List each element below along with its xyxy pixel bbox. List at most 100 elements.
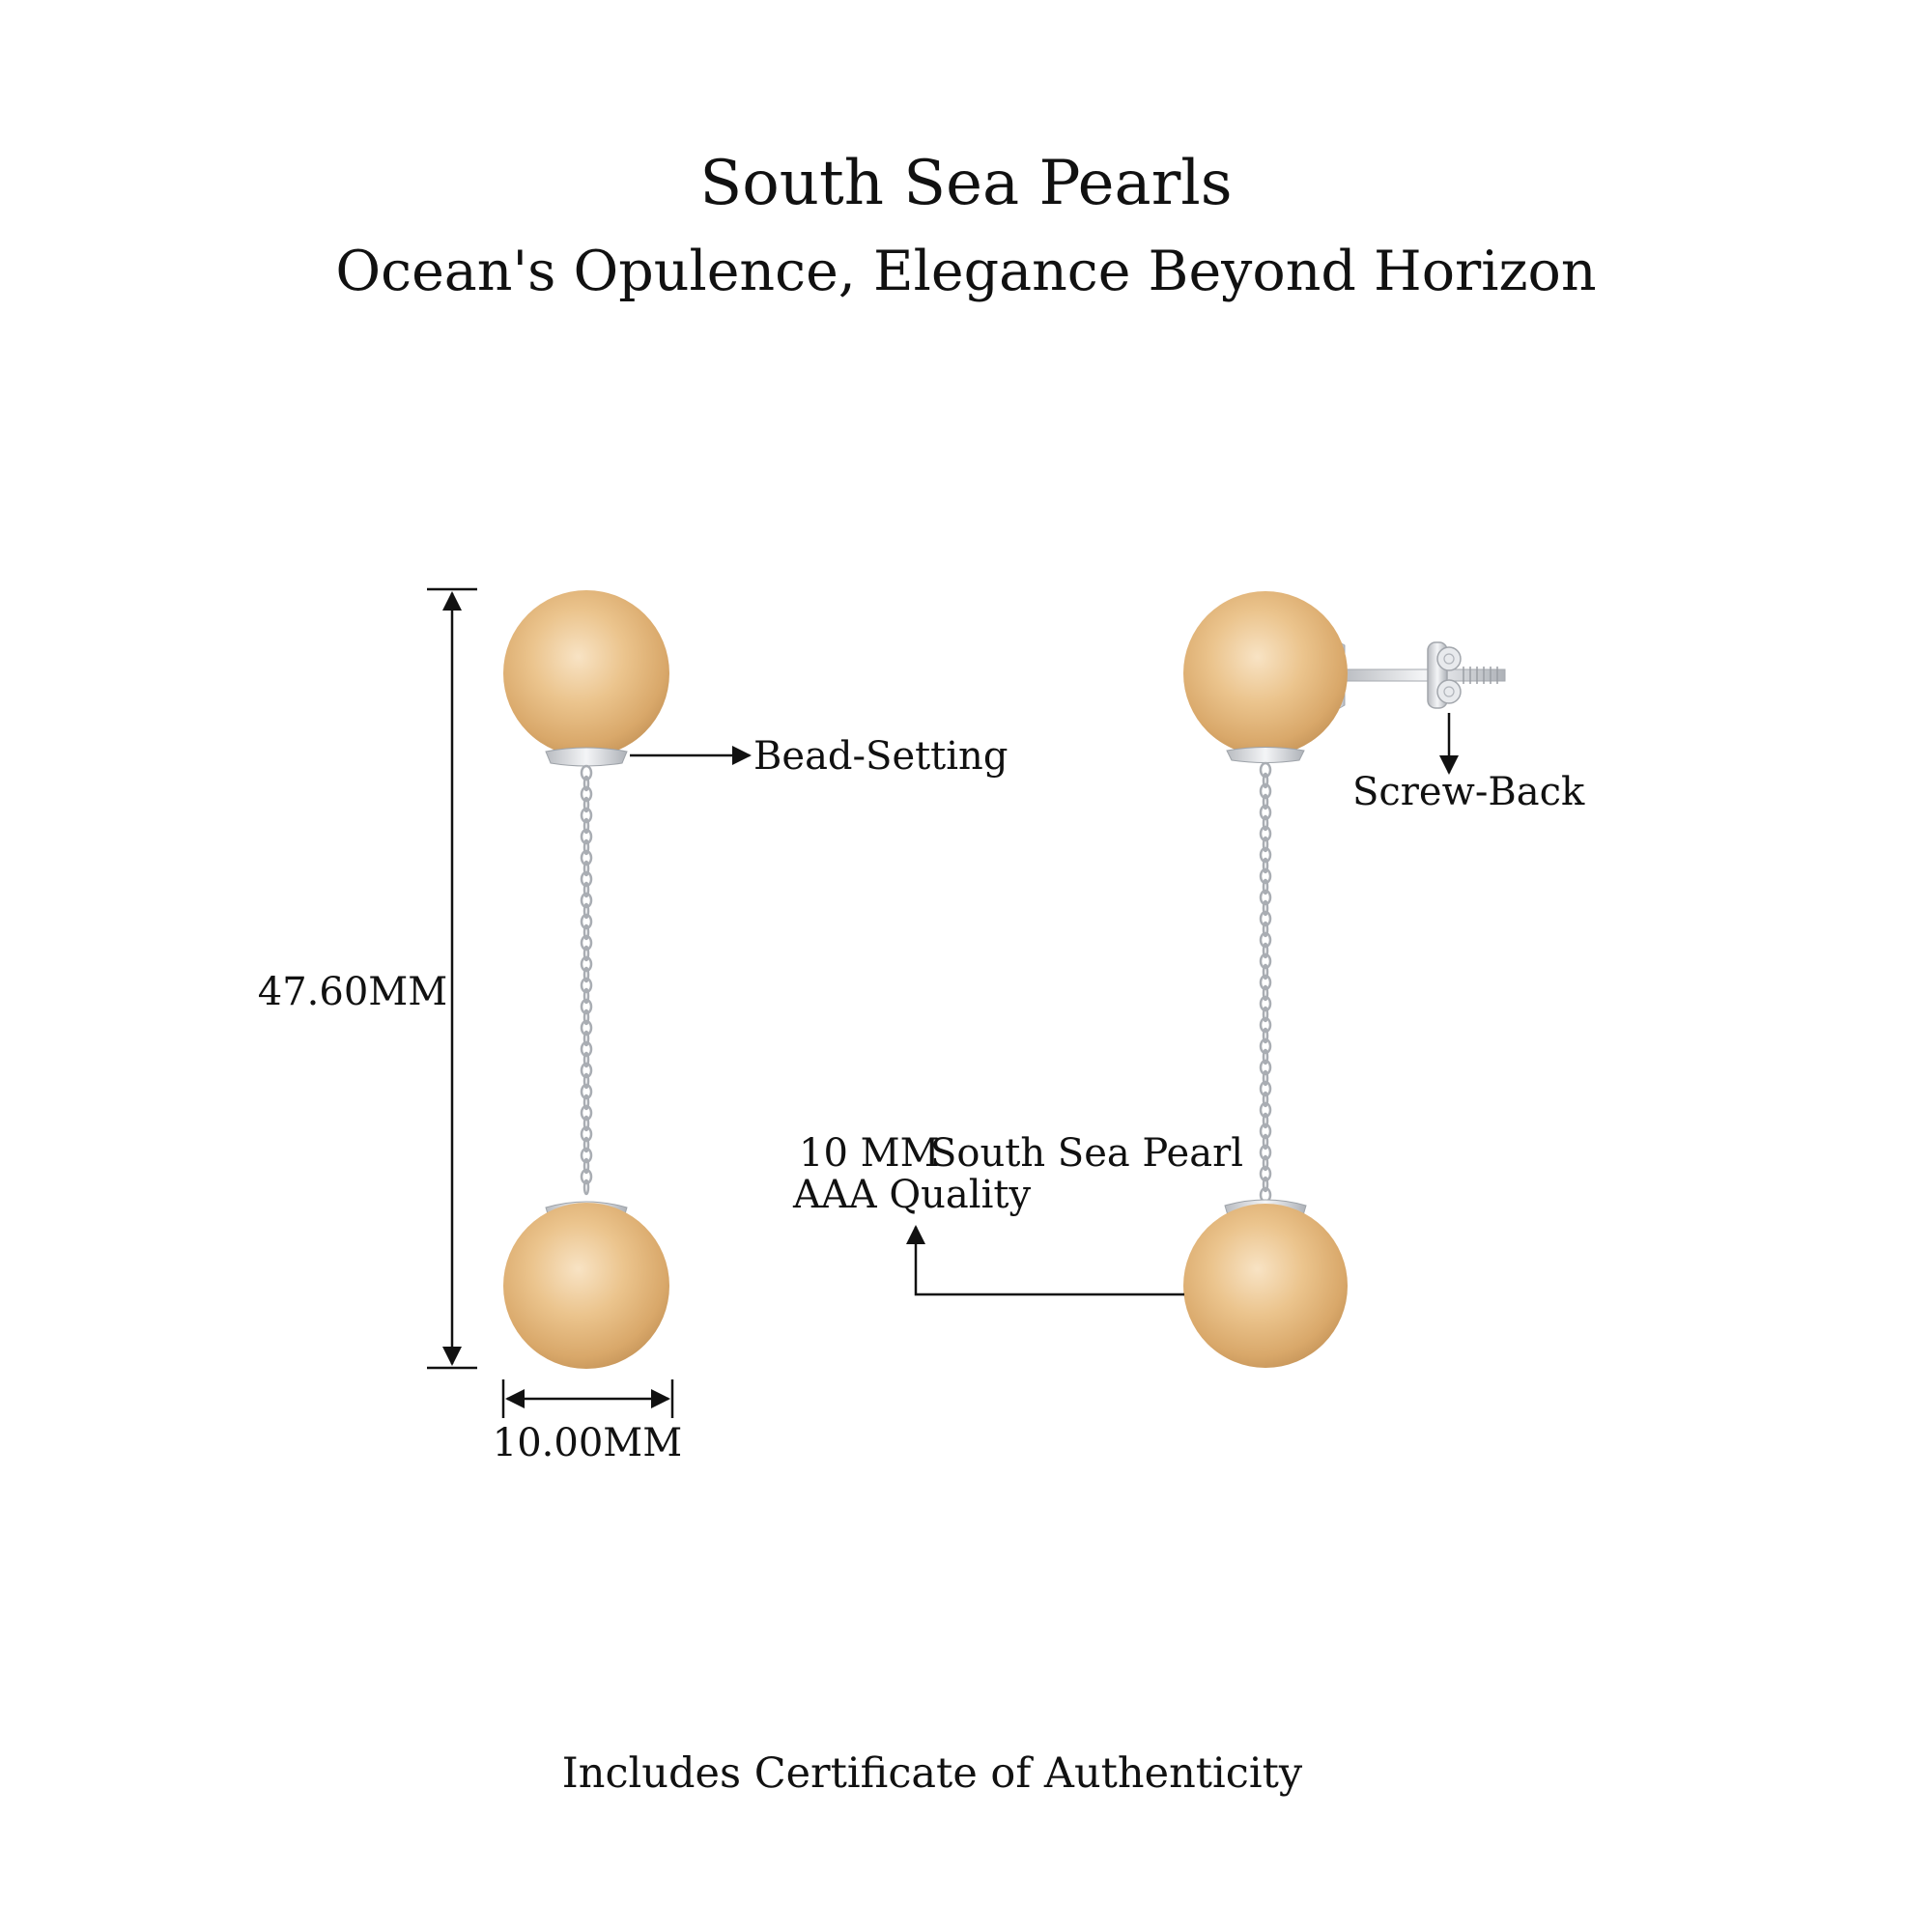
- chain-link: [1262, 772, 1269, 789]
- page-subtitle: Ocean's Opulence, Elegance Beyond Horizo…: [335, 240, 1597, 303]
- chain-link: [582, 923, 590, 941]
- chain-link: [582, 1094, 590, 1111]
- chain-link: [1262, 836, 1269, 853]
- right-top-pearl: [1183, 591, 1348, 755]
- chain-link: [580, 998, 593, 1015]
- chain-link: [1262, 921, 1269, 938]
- chain-link: [1259, 931, 1272, 949]
- pearl-quality-label: AAA Quality: [792, 1173, 1031, 1217]
- chain-link: [580, 913, 593, 930]
- chain-link: [1259, 1165, 1272, 1182]
- chain-link: [582, 860, 590, 877]
- chain-link: [580, 1083, 593, 1100]
- chain-link: [1262, 1069, 1269, 1087]
- width-dimension: [501, 1379, 674, 1418]
- certificate-note: Includes Certificate of Authenticity: [561, 1749, 1303, 1798]
- chain-link: [582, 987, 590, 1005]
- chain-link: [582, 1157, 590, 1175]
- chain-link: [582, 796, 590, 813]
- chain-link: [582, 945, 590, 962]
- chain-link: [1262, 1027, 1269, 1044]
- chain-link: [1259, 846, 1272, 864]
- pearl-type-label: South Sea Pearl: [930, 1131, 1243, 1176]
- chain-link: [582, 1179, 590, 1196]
- chain-link: [1259, 1016, 1272, 1034]
- left-earring: [503, 590, 669, 1369]
- pearl-size-label: 10 MM: [799, 1131, 940, 1176]
- chain-link: [1262, 1154, 1269, 1172]
- chain-link: [1262, 1112, 1269, 1129]
- chain-link: [580, 1019, 593, 1037]
- chain-link: [580, 785, 593, 803]
- chain-link: [580, 892, 593, 909]
- height-dimension-label: 47.60MM: [258, 970, 447, 1014]
- page-title: South Sea Pearls: [699, 148, 1233, 219]
- screw-back-label: Screw-Back: [1352, 770, 1585, 814]
- right-top-cap: [1226, 747, 1305, 763]
- right-chain: [1259, 761, 1272, 1204]
- chain-link: [582, 1030, 590, 1047]
- chain-link: [582, 1136, 590, 1153]
- chain-link: [1262, 878, 1269, 895]
- chain-link: [582, 1072, 590, 1090]
- chain-link: [1262, 1133, 1269, 1151]
- chain-link: [1259, 974, 1272, 991]
- chain-link: [580, 1168, 593, 1185]
- chain-link: [582, 1115, 590, 1132]
- chain-link: [582, 966, 590, 983]
- chain-link: [580, 934, 593, 952]
- chain-link: [1259, 867, 1272, 885]
- chain-link: [1262, 1006, 1269, 1023]
- chain-link: [582, 902, 590, 920]
- chain-link: [580, 955, 593, 973]
- chain-link: [1259, 910, 1272, 927]
- chain-link: [582, 881, 590, 898]
- chain-link: [1259, 804, 1272, 821]
- chain-link: [1262, 814, 1269, 832]
- bead-setting-label: Bead-Setting: [753, 734, 1008, 779]
- chain-link: [1262, 1091, 1269, 1108]
- chain-link: [1262, 793, 1269, 810]
- chain-link: [1259, 889, 1272, 906]
- left-bottom-pearl: [503, 1203, 669, 1369]
- chain-link: [580, 1104, 593, 1122]
- left-top-pearl: [503, 590, 669, 756]
- pearl-spec-arrow: [906, 1225, 1184, 1296]
- right-bottom-pearl: [1183, 1204, 1348, 1368]
- chain-link: [580, 764, 593, 781]
- chain-link: [580, 1040, 593, 1058]
- chain-link: [1259, 952, 1272, 970]
- chain-link: [1259, 1144, 1272, 1161]
- chain-link: [1259, 1037, 1272, 1055]
- screw-back-nut: [1427, 641, 1462, 709]
- chain-link: [582, 838, 590, 856]
- chain-link: [580, 1125, 593, 1143]
- width-dimension-label: 10.00MM: [493, 1421, 682, 1465]
- chain-link: [580, 977, 593, 994]
- chain-link: [580, 807, 593, 824]
- chain-link: [580, 1147, 593, 1164]
- chain-link: [1259, 1080, 1272, 1097]
- chain-link: [1262, 963, 1269, 980]
- chain-link: [582, 1051, 590, 1068]
- chain-link: [1259, 1122, 1272, 1140]
- chain-link: [1259, 995, 1272, 1012]
- chain-link: [580, 849, 593, 867]
- chain-link: [1262, 899, 1269, 917]
- chain-link: [1259, 782, 1272, 800]
- chain-link: [1262, 1048, 1269, 1065]
- right-earring: [1183, 591, 1506, 1368]
- screw-threads: [1463, 667, 1498, 684]
- chain-link: [1262, 857, 1269, 874]
- chain-link: [582, 1009, 590, 1026]
- chain-link: [580, 828, 593, 845]
- height-dimension: [427, 587, 477, 1370]
- chain-link: [1259, 825, 1272, 842]
- left-bead-setting-cap: [545, 747, 628, 767]
- chain-link: [1262, 984, 1269, 1002]
- chain-link: [1262, 942, 1269, 959]
- chain-link: [1259, 761, 1272, 779]
- chain-link: [582, 775, 590, 792]
- earring-post: [1342, 668, 1506, 682]
